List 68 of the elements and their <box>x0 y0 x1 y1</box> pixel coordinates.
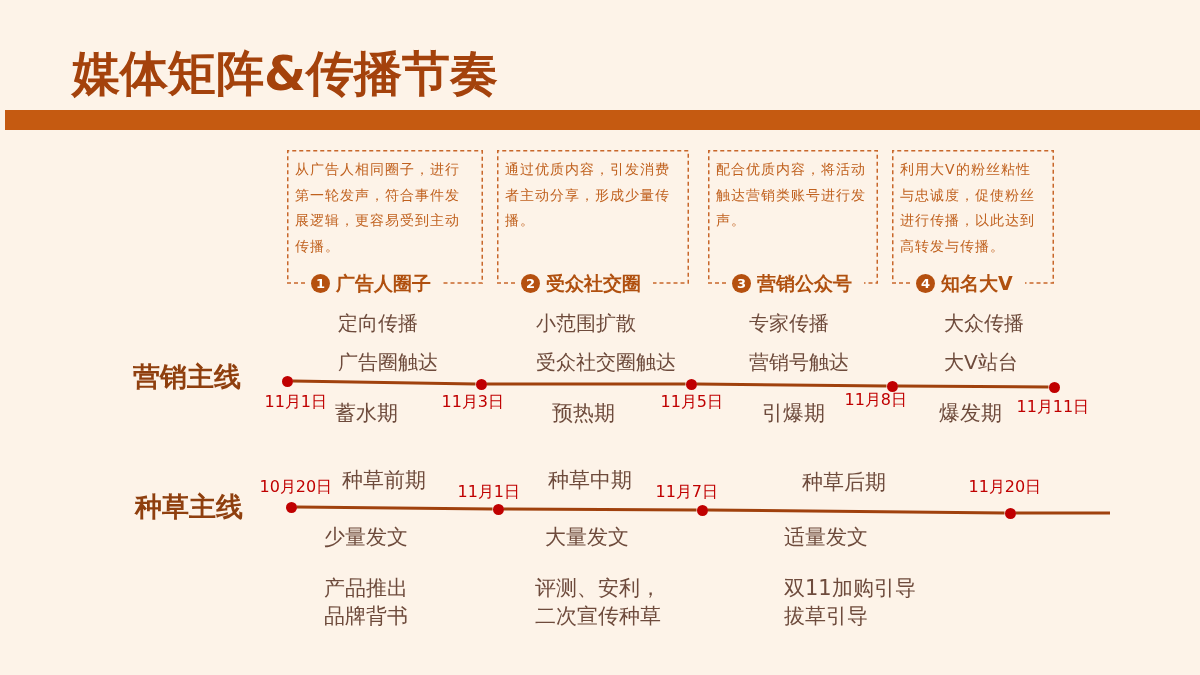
date-label: 11月1日 <box>457 482 521 502</box>
timeline-dot <box>685 378 697 390</box>
date-label: 11月1日 <box>264 392 328 412</box>
date-label: 11月5日 <box>660 392 724 412</box>
tactic-text: 定向传播 <box>338 310 418 336</box>
date-label: 11月3日 <box>441 392 505 412</box>
phase-label: 预热期 <box>552 400 615 426</box>
dashed-text-box <box>497 150 689 295</box>
phase-label: 爆发期 <box>939 400 1002 426</box>
action-text: 少量发文 <box>324 524 408 550</box>
timeline-segment <box>503 507 697 512</box>
date-label: 11月11日 <box>1016 397 1090 417</box>
tactic-text: 专家传播 <box>749 310 829 336</box>
tactic-text: 大众传播 <box>944 310 1024 336</box>
date-label: 10月20日 <box>259 477 333 497</box>
timeline-segment <box>296 505 493 511</box>
tactic-text: 小范围扩散 <box>536 310 636 336</box>
phase-label: 蓄水期 <box>335 400 398 426</box>
box-heading: 受众社交圈 <box>546 271 641 295</box>
row-label: 种草主线 <box>135 490 243 524</box>
date-label: 11月8日 <box>844 390 908 410</box>
tactic-text: 受众社交圈触达 <box>536 349 676 375</box>
timeline-segment <box>486 382 686 386</box>
timeline-segment <box>897 384 1049 389</box>
timeline-segment <box>696 382 887 388</box>
dashed-text-box <box>892 150 1054 295</box>
timeline-dot <box>492 503 504 515</box>
action-text: 大量发文 <box>545 524 629 550</box>
timeline-dot <box>475 378 487 390</box>
number-badge: 4 <box>916 273 935 293</box>
number-badge: 1 <box>311 273 330 293</box>
box-heading: 营销公众号 <box>757 271 852 295</box>
tactic-text: 广告圈触达 <box>338 349 438 375</box>
timeline-dot <box>696 504 708 516</box>
timeline-dot <box>1048 381 1060 393</box>
description-text: 配合优质内容，将活动触达营销类账号进行发声。 <box>716 160 867 230</box>
action-text: 双11加购引导 <box>784 575 916 601</box>
tactic-text: 大V站台 <box>944 349 1018 375</box>
dashed-text-box <box>708 150 878 295</box>
number-badge: 3 <box>732 273 751 293</box>
phase-label: 种草后期 <box>802 469 886 495</box>
number-badge: 2 <box>521 273 540 293</box>
box-heading: 知名大V <box>941 271 1013 295</box>
phase-label: 种草中期 <box>548 467 632 493</box>
action-text: 产品推出 <box>324 575 408 601</box>
action-text: 拔草引导 <box>784 603 868 629</box>
action-text: 评测、安利，二次宣传种草 <box>535 575 662 630</box>
phase-label: 引爆期 <box>762 400 825 426</box>
box-heading: 广告人圈子 <box>336 271 431 295</box>
timeline-dot <box>886 380 898 392</box>
date-label: 11月7日 <box>655 482 719 502</box>
row-label: 营销主线 <box>133 360 241 394</box>
action-text: 适量发文 <box>784 524 868 550</box>
action-text: 品牌背书 <box>324 603 408 629</box>
phase-label: 种草前期 <box>342 467 426 493</box>
slide-title: 媒体矩阵&传播节奏 <box>72 44 498 103</box>
timeline-segment <box>707 508 1005 515</box>
tactic-text: 营销号触达 <box>749 349 849 375</box>
dashed-text-box <box>287 150 483 295</box>
description-text: 从广告人相同圈子，进行第一轮发声，符合事件发展逻辑，更容易受到主动传播。 <box>295 160 461 256</box>
description-text: 利用大V的粉丝粘性与忠诚度，促使粉丝进行传播，以此达到高转发与传播。 <box>900 160 1036 256</box>
timeline-dot <box>281 375 293 387</box>
timeline-dot <box>285 501 297 513</box>
timeline-segment <box>1015 511 1110 515</box>
timeline-dot <box>1004 507 1016 519</box>
description-text: 通过优质内容，引发消费者主动分享，形成少量传播。 <box>505 160 671 230</box>
timeline-segment <box>292 379 476 386</box>
date-label: 11月20日 <box>968 477 1042 497</box>
